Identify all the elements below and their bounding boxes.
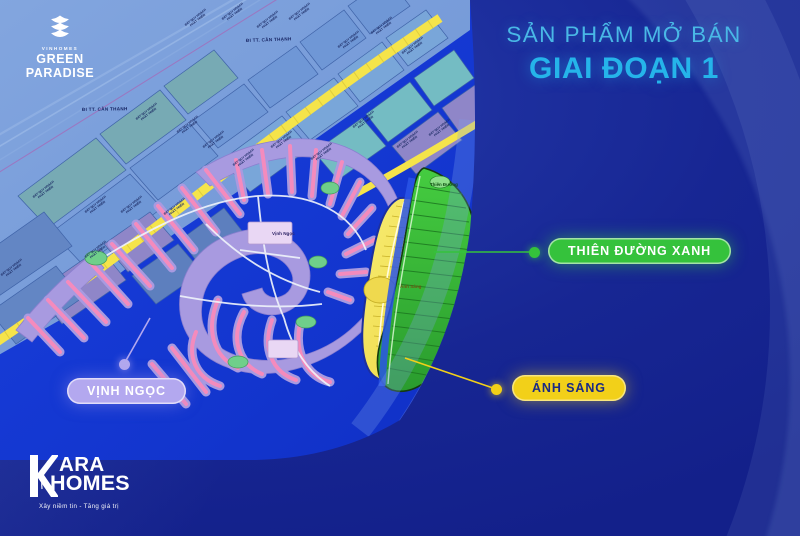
zone-label-anh-sang: Ánh Sáng [400,283,422,289]
kara-homes-words: ARA HOMES [50,453,130,493]
headline-line-2: GIAI ĐOẠN 1 [529,51,719,85]
kara-homes-logo: ARA HOMES Xây niềm tin - Tăng giá trị [28,453,130,510]
zone-label-vinh-ngoc: Vịnh Ngọc [272,231,295,236]
callout-dot-green [529,247,540,258]
map-amenity-blocks [84,181,340,369]
headline-block: SẢN PHẨM MỞ BÁN GIAI ĐOẠN 1 [474,22,774,87]
road-label: ĐI TT. CẦN THẠNH [246,35,292,43]
zone-label-thien-duong: Thiên Đường [430,182,458,187]
callout-label: THIÊN ĐƯỜNG XANH [568,244,712,258]
callout-dot-purple [119,359,130,370]
kara-homes-wordmark: ARA HOMES [28,453,130,499]
logo-homes-text: HOMES [50,470,130,495]
callout-anh-sang[interactable]: ÁNH SÁNG [512,375,626,401]
map-channels [0,0,293,179]
masterplan-map[interactable]: ĐI TT. CẦN THẠNH ĐI TT. CẦN THẠNH ĐẤT QU… [0,0,530,460]
map-road-east [350,106,475,200]
vinhomes-green-paradise-logo: VINHOMES GREEN PARADISE [12,14,108,80]
logo-tagline: Xây niềm tin - Tăng giá trị [39,503,119,510]
map-canvas: ĐI TT. CẦN THẠNH ĐI TT. CẦN THẠNH ĐẤT QU… [0,0,475,460]
map-channel-mid [378,177,416,387]
leaf-stack-icon [51,15,69,37]
road-label: ĐI TT. CẦN THẠNH [82,105,128,112]
map-road-labels: ĐI TT. CẦN THẠNH ĐI TT. CẦN THẠNH [82,35,292,112]
callout-label: ÁNH SÁNG [532,381,606,395]
callout-thien-duong-xanh[interactable]: THIÊN ĐƯỜNG XANH [548,238,732,264]
logo-paradise-text: PARADISE [25,66,95,80]
callout-label: VỊNH NGỌC [87,384,166,398]
logo-ara-text: ARA [59,453,105,476]
kara-k-icon [30,455,58,497]
logo-green-text: GREEN [36,52,84,66]
callout-dot-yellow [491,384,502,395]
map-internal-roads [95,194,367,387]
callout-vinh-ngoc[interactable]: VỊNH NGỌC [67,378,186,404]
headline-line-1: SẢN PHẨM MỞ BÁN [506,22,742,47]
map-zone-labels: Vịnh Ngọc Ánh Sáng Thiên Đường [272,182,458,289]
logo-vinhomes-text: VINHOMES [41,46,79,51]
